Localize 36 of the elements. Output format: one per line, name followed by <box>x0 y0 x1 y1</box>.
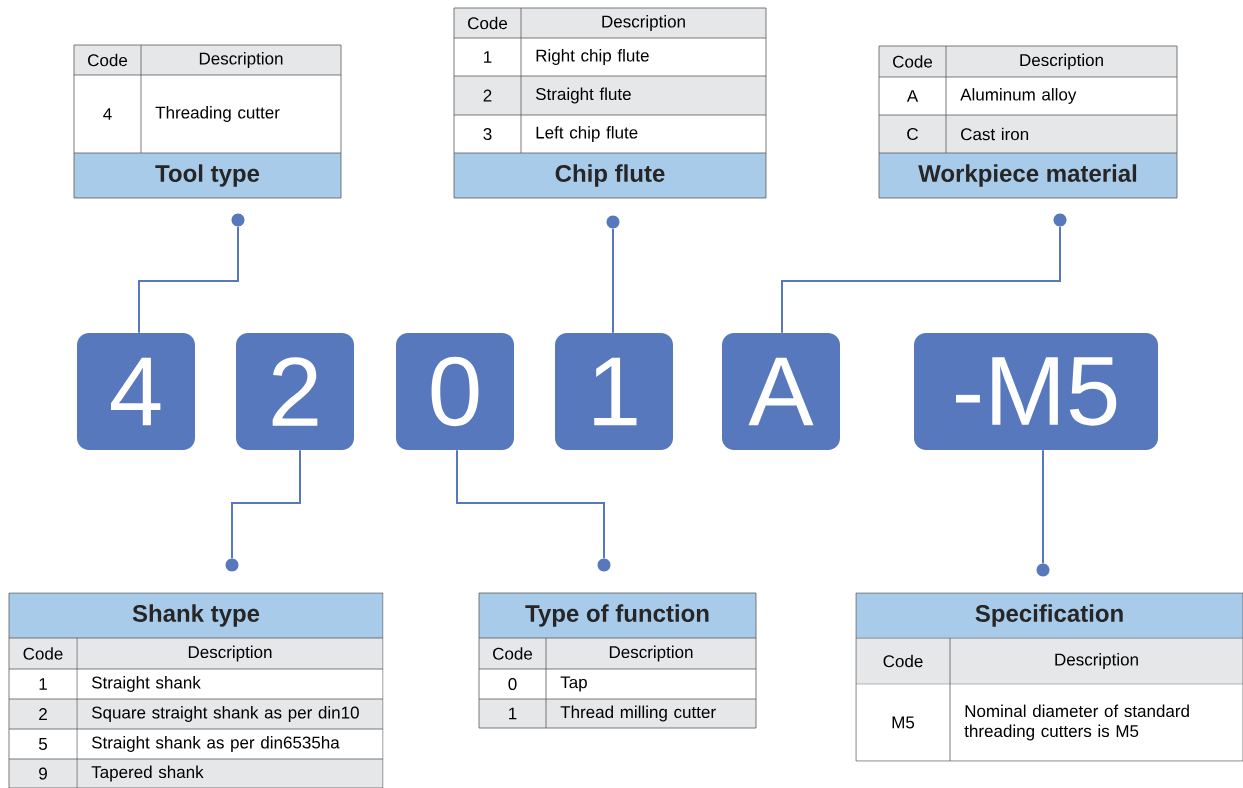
table-header-cell: Code <box>856 638 950 684</box>
table-cell: 1 <box>39 678 47 690</box>
connector-line <box>1042 449 1044 565</box>
table-cell: 5 <box>38 738 47 750</box>
table-title: Type of function <box>479 593 756 638</box>
table-cell: Nominal diameter of standard threading cutters is M5 <box>964 704 1189 741</box>
table-cell: Left chip flute <box>536 126 638 142</box>
table-cell: M5 <box>892 716 915 729</box>
code-box: 2 <box>236 333 354 450</box>
table-cell: Straight shank <box>91 676 201 692</box>
table-cell: 0 <box>508 678 517 691</box>
table-cell: A <box>906 90 919 102</box>
table-cell: 1 <box>484 51 492 63</box>
table-title: Tool type <box>74 153 341 198</box>
connector-line <box>138 225 239 334</box>
table-title: Shank type <box>9 593 383 638</box>
table-cell: 4 <box>103 108 112 120</box>
connector-line <box>612 227 614 334</box>
code-box: -M5 <box>914 333 1158 450</box>
connector-line <box>231 449 301 560</box>
table-title: Chip flute <box>454 153 766 198</box>
table-cell: Tap <box>560 676 587 692</box>
connector-line <box>781 225 1061 334</box>
table-cell: Straight shank as per din6535ha <box>91 736 340 752</box>
table-title: Specification <box>856 593 1243 638</box>
table-cell: Aluminum alloy <box>960 88 1077 104</box>
table-cell: Threading cutter <box>155 106 280 122</box>
table-cell: 3 <box>483 128 492 141</box>
table-title: Workpiece material <box>879 153 1177 198</box>
code-box: 0 <box>396 333 514 450</box>
code-box: A <box>722 333 840 450</box>
table-cell: 2 <box>9 699 77 729</box>
connector-line <box>456 449 605 560</box>
code-box: 4 <box>77 333 195 450</box>
code-box: 1 <box>555 333 673 450</box>
table-cell: Right chip flute <box>536 49 649 65</box>
